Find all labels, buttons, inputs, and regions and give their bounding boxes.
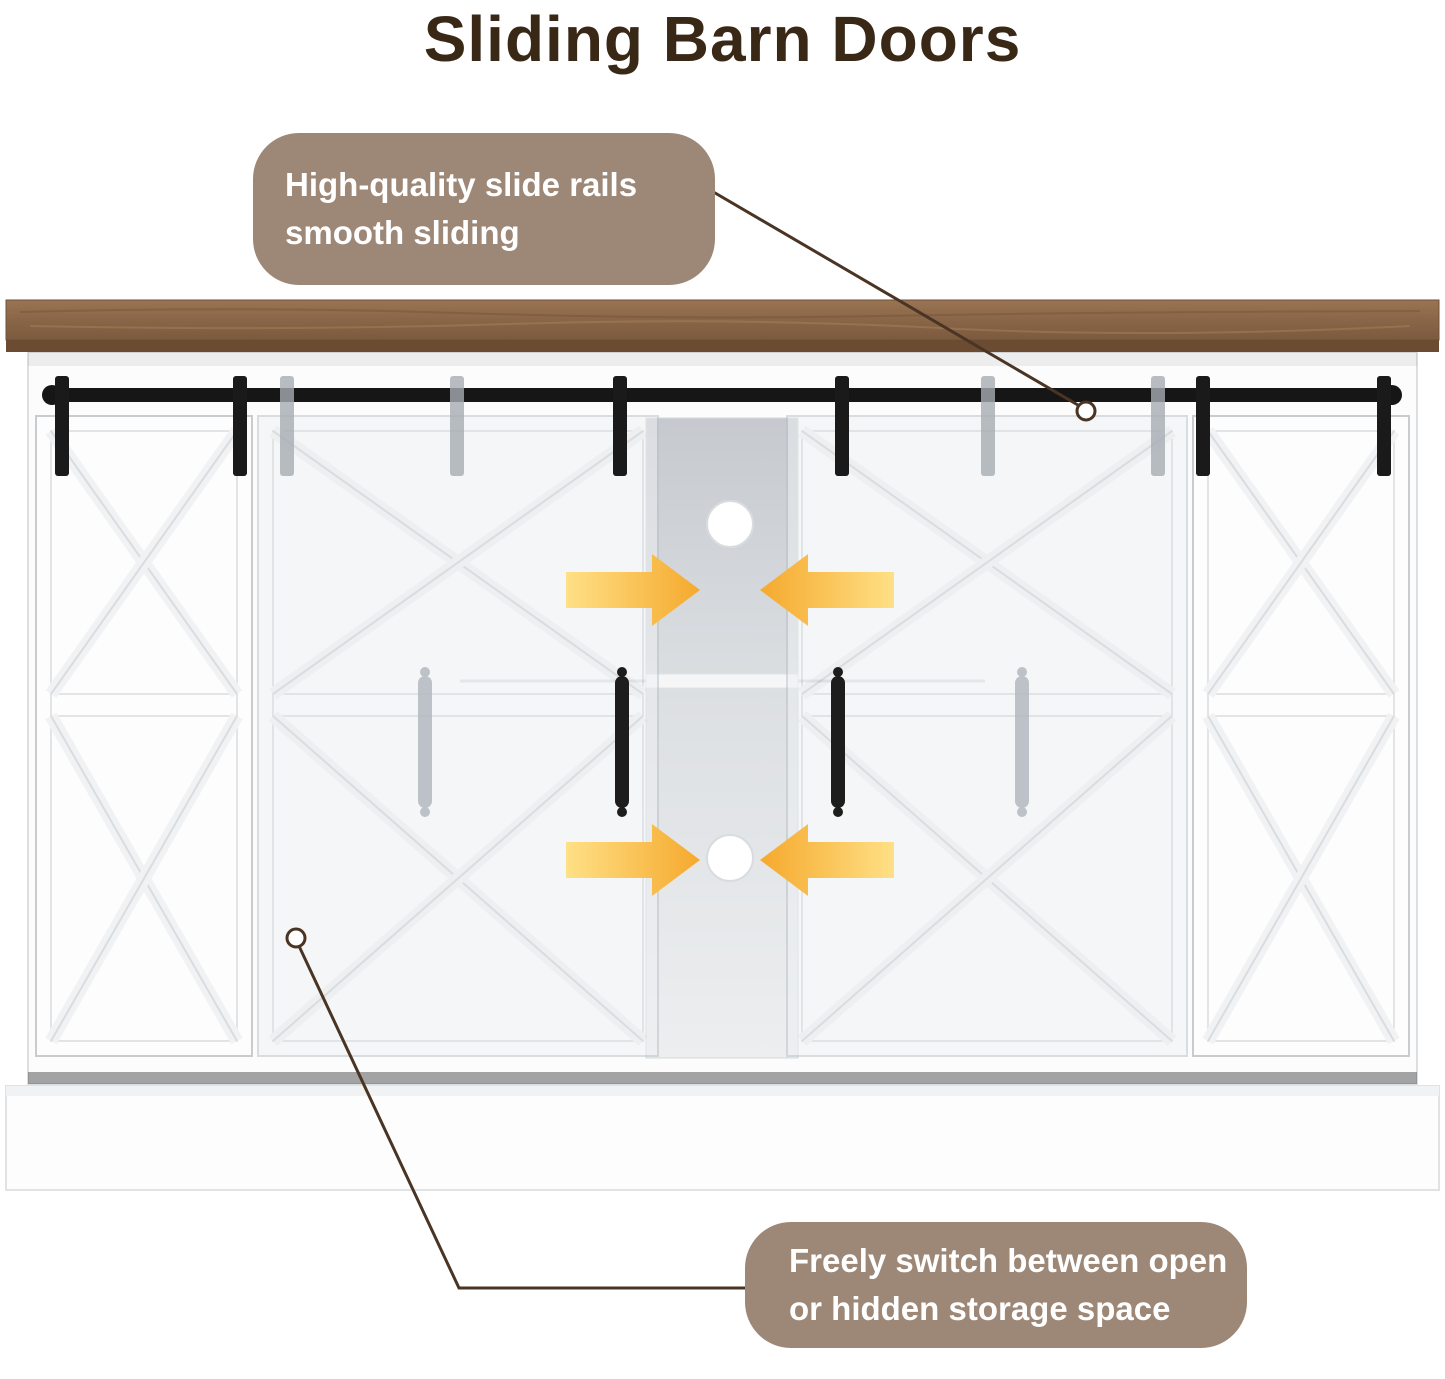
slide-arrow-lower-right-icon (760, 824, 894, 896)
ghost-door-right (787, 416, 1187, 1056)
callout-slide-rails: High-quality slide rails smooth sliding (253, 133, 715, 285)
callout-bottom-line2: or hidden storage space (789, 1290, 1171, 1327)
barn-door-left (36, 416, 252, 1056)
shelf-edge (645, 673, 799, 689)
slide-arrow-upper-right-icon (760, 554, 894, 626)
wood-grain (29, 320, 1411, 335)
leader-line-bottom (285, 927, 746, 1290)
base-shadow (28, 1072, 1417, 1084)
door-handle-ghost-right (1015, 667, 1029, 817)
rail-straps (55, 376, 1391, 476)
door-handle-left (615, 667, 629, 817)
leader-anchor-bottom (285, 927, 307, 949)
leader-anchor-top (1075, 400, 1097, 422)
leader-line-top (709, 188, 1097, 422)
wood-grain (19, 308, 1421, 319)
page-title: Sliding Barn Doors (423, 3, 1022, 75)
door-handle-ghost-left (418, 667, 432, 817)
callout-bottom-line1: Freely switch between open (789, 1242, 1228, 1279)
cable-hole-bottom (706, 834, 754, 882)
cabinet-base (5, 1072, 1440, 1191)
slide-rail (42, 385, 1402, 405)
door-handle-right (831, 667, 845, 817)
cable-hole-top (706, 500, 754, 548)
callout-top-line1: High-quality slide rails (285, 166, 638, 203)
slide-arrows (566, 554, 894, 896)
callout-top-line2: smooth sliding (285, 214, 520, 251)
wood-top (5, 299, 1440, 352)
rail-straps-ghost (280, 376, 1165, 476)
slide-arrow-lower-left-icon (566, 824, 700, 896)
barn-door-right (1193, 416, 1409, 1056)
callout-storage-space: Freely switch between open or hidden sto… (745, 1222, 1247, 1348)
ghost-door-left (258, 416, 658, 1056)
slide-arrow-upper-left-icon (566, 554, 700, 626)
